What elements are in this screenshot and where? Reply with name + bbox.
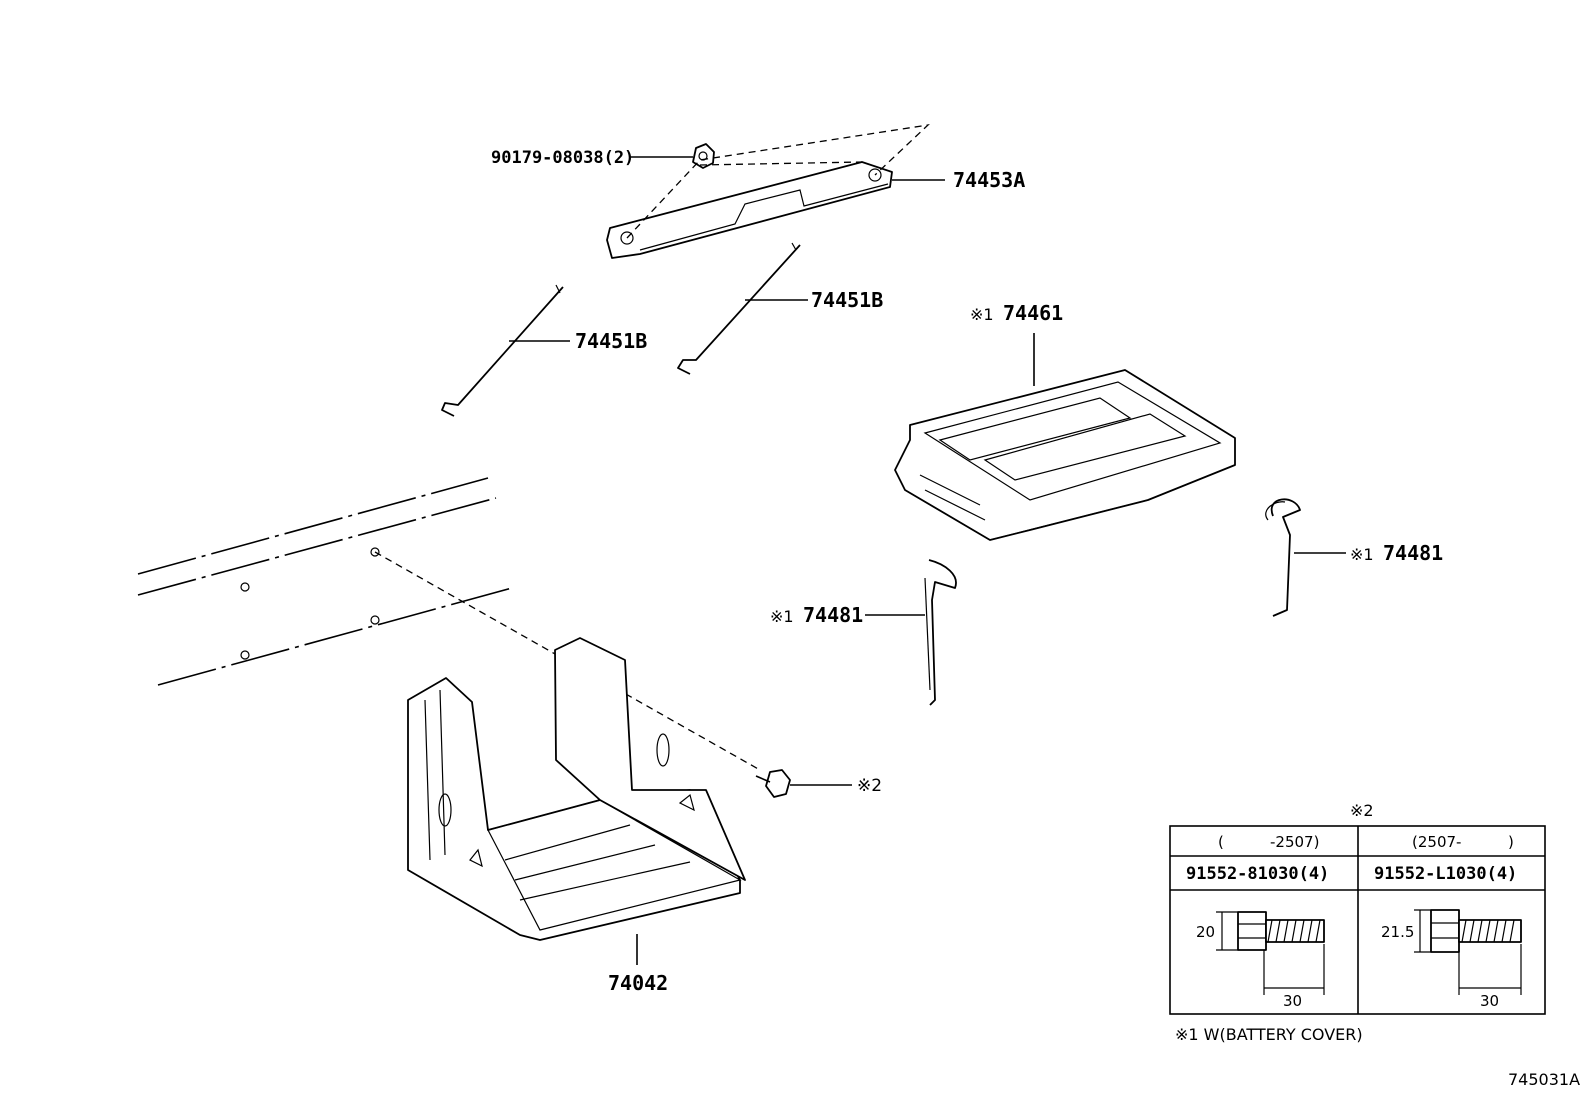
rod-74451b-upper (677, 242, 808, 375)
nut-90179 (630, 143, 715, 169)
col1-length: 30 (1283, 992, 1302, 1010)
diagram-id: 745031A (1508, 1070, 1580, 1089)
clamp-74453a (606, 161, 945, 259)
col2-length: 30 (1480, 992, 1499, 1010)
alignment-line-clamp (626, 124, 930, 239)
label-74481-right: 74481 (1383, 541, 1443, 565)
label-74451b-lower: 74451B (575, 329, 647, 353)
col2-height: 21.5 (1381, 923, 1414, 941)
hook-74481-left (865, 559, 957, 706)
col1-part-number: 91552-81030(4) (1186, 864, 1329, 884)
label-bolt-mark2: ※2 (857, 776, 882, 796)
col2-part-number: 91552-L1030(4) (1374, 864, 1517, 884)
label-74451b-upper: 74451B (811, 288, 883, 312)
col1-period-open: ( (1218, 833, 1224, 851)
col1-period-value: -2507) (1270, 833, 1319, 851)
footnote: ※1 W(BATTERY COVER) (1175, 1025, 1363, 1044)
label-90179-08038: 90179-08038(2) (491, 148, 634, 168)
bolt-spec-table: ※2 ( -2507) (2507- ) 91552-81030(4) 9155… (1169, 801, 1546, 1015)
battery-cover-74461 (894, 333, 1236, 541)
label-74461-mark: ※1 (970, 305, 994, 324)
col2-period-value: (2507- (1412, 833, 1461, 851)
label-74481-left-mark: ※1 (770, 607, 794, 626)
table-title: ※2 (1350, 801, 1374, 820)
label-74042: 74042 (608, 971, 668, 995)
col1-height: 20 (1196, 923, 1215, 941)
bolt-mark2 (755, 769, 852, 798)
label-74461: 74461 (1003, 301, 1063, 325)
bolt-drawing-col2 (1414, 909, 1522, 995)
battery-carrier-74042 (407, 637, 746, 965)
label-74481-right-mark: ※1 (1350, 545, 1374, 564)
col2-period-close: ) (1508, 833, 1514, 851)
label-74453a: 74453A (953, 168, 1025, 192)
bolt-drawing-col1 (1216, 911, 1325, 995)
vehicle-frame-rails (137, 477, 513, 686)
rod-74451b-lower (441, 284, 570, 417)
label-74481-left: 74481 (803, 603, 863, 627)
hook-74481-right (1265, 498, 1346, 617)
